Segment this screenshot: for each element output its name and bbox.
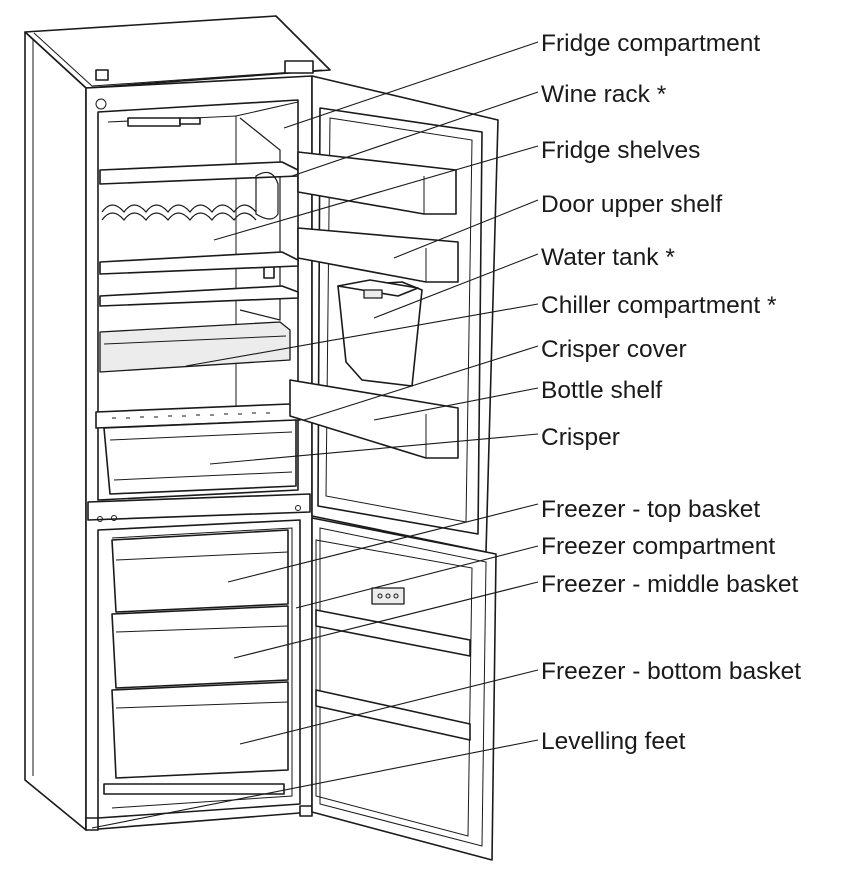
fridge-interior [95, 99, 301, 501]
label-freezer-top-basket: Freezer - top basket [541, 496, 760, 523]
leader-crisper [209, 433, 539, 465]
freezer-interior [97, 519, 301, 819]
label-levelling-feet: Levelling feet [541, 728, 686, 755]
leader-crisper-cover [303, 345, 539, 421]
label-bottle-shelf: Bottle shelf [541, 377, 662, 404]
leader-freezer-top-basket [227, 503, 539, 583]
leader-wine-rack [291, 91, 539, 177]
leader-door-upper-shelf [393, 199, 539, 259]
leader-bottle-shelf [373, 387, 539, 421]
leader-fridge-compartment [283, 41, 539, 129]
label-freezer-bottom-basket: Freezer - bottom basket [541, 658, 801, 685]
leader-chiller-compartment [185, 303, 539, 367]
leader-water-tank [373, 253, 539, 319]
leader-fridge-shelves [213, 145, 539, 241]
freezer-door [311, 517, 497, 861]
label-water-tank: Water tank * [541, 244, 675, 271]
label-wine-rack: Wine rack * [541, 81, 667, 108]
labels: Fridge compartment Wine rack * Fridge sh… [541, 30, 801, 755]
label-crisper: Crisper [541, 424, 620, 451]
fridge-door [289, 75, 499, 553]
label-door-upper-shelf: Door upper shelf [541, 191, 722, 218]
leader-levelling-feet [91, 739, 539, 829]
label-fridge-shelves: Fridge shelves [541, 137, 700, 164]
label-fridge-compartment: Fridge compartment [541, 30, 760, 57]
label-crisper-cover: Crisper cover [541, 336, 687, 363]
leader-lines [91, 41, 539, 829]
leader-freezer-compartment [295, 545, 539, 609]
label-chiller-compartment: Chiller compartment * [541, 292, 777, 319]
leader-freezer-bottom-basket [239, 669, 539, 745]
leader-freezer-middle-basket [233, 581, 539, 659]
label-freezer-compartment: Freezer compartment [541, 533, 775, 560]
label-freezer-middle-basket: Freezer - middle basket [541, 571, 799, 598]
